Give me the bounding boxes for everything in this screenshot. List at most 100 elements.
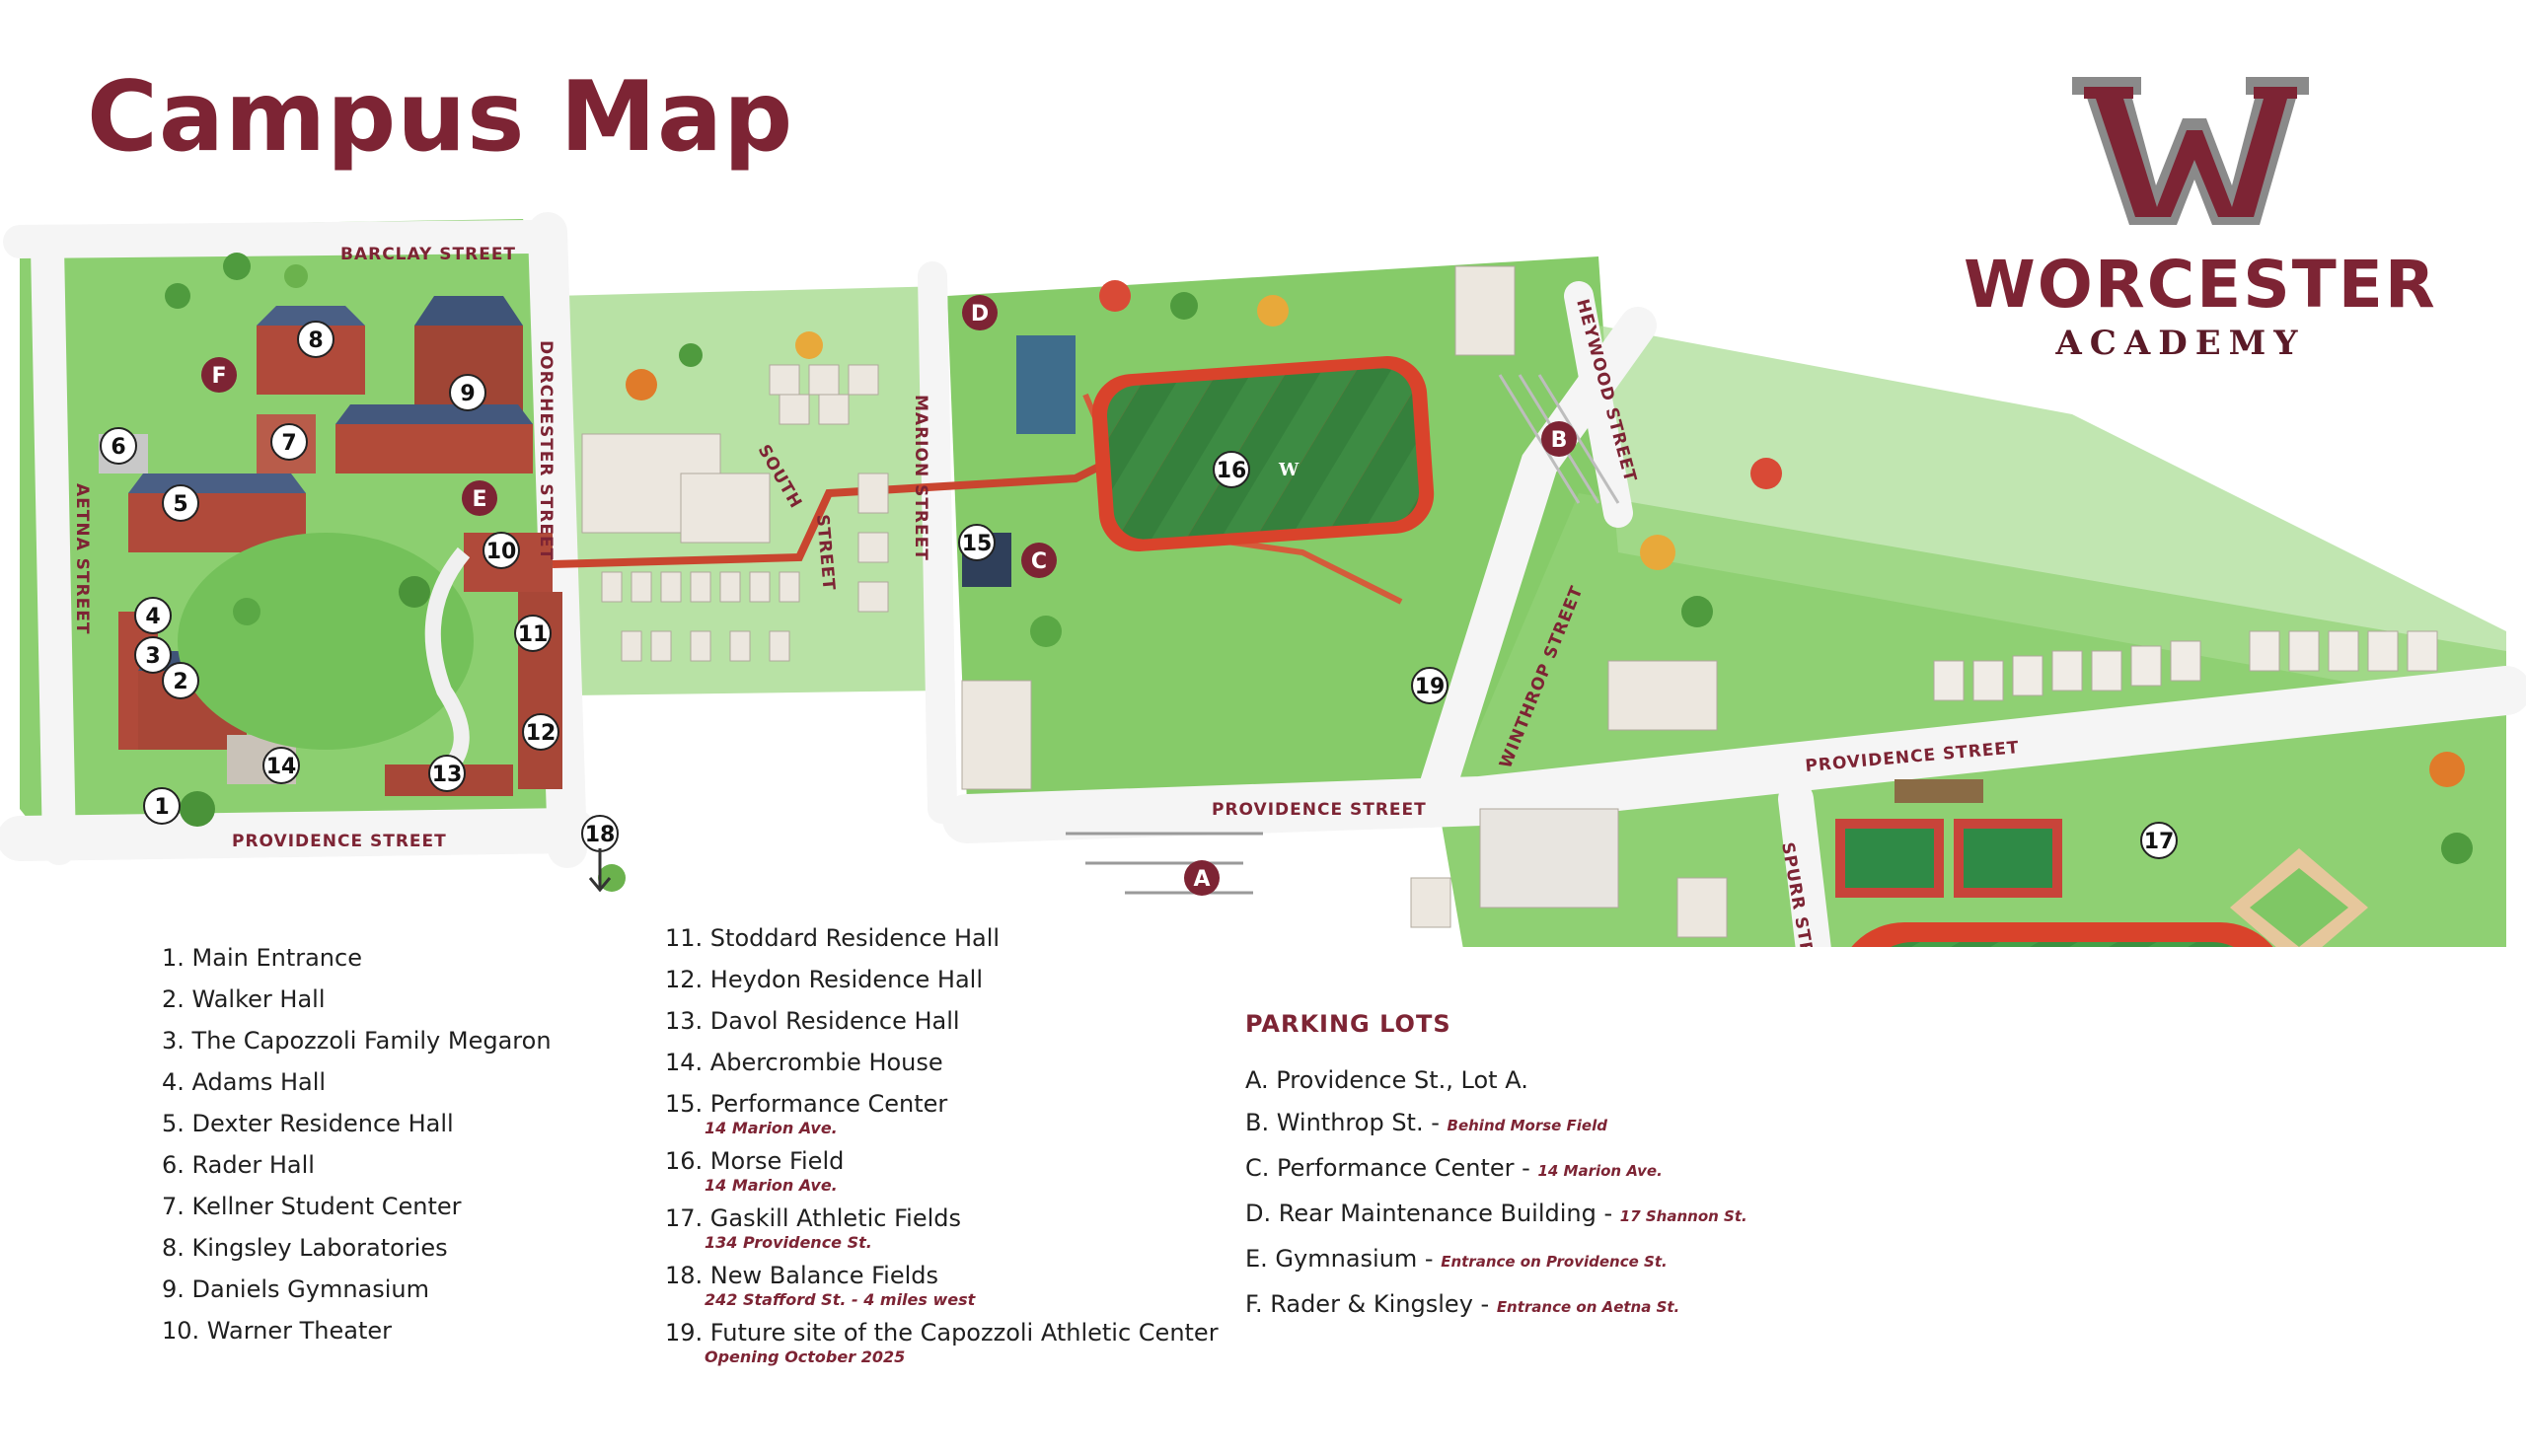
- parking-lot-4: D. Rear Maintenance Building - 17 Shanno…: [1245, 1193, 1747, 1238]
- parking-lot-label: B. Winthrop St. -: [1245, 1109, 1448, 1136]
- location-item-19: 19. Future site of the Capozzoli Athleti…: [665, 1312, 1219, 1367]
- map-pin-1[interactable]: [143, 787, 181, 825]
- location-item-14: 14. Abercrombie House: [665, 1042, 1219, 1083]
- location-item-3: 3. The Capozzoli Family Megaron: [162, 1020, 552, 1061]
- map-pin-label: 16: [1217, 459, 1247, 483]
- location-item-note: 134 Providence St.: [705, 1233, 872, 1252]
- map-pin-13[interactable]: [428, 755, 466, 792]
- parking-pin-A[interactable]: [1184, 860, 1220, 896]
- parking-lot-3: C. Performance Center - 14 Marion Ave.: [1245, 1147, 1747, 1193]
- map-pin-label: 5: [173, 492, 187, 517]
- parking-pin-E[interactable]: [462, 480, 497, 516]
- parking-pin-D[interactable]: [962, 295, 998, 330]
- page-title: Campus Map: [87, 61, 794, 174]
- location-item-label: 2. Walker Hall: [162, 985, 326, 1013]
- location-item-note: 14 Marion Ave.: [705, 1176, 838, 1195]
- w-crest-icon: [2072, 77, 2309, 225]
- parking-lot-note: Entrance on Providence St.: [1441, 1253, 1668, 1271]
- walking-path: [552, 460, 1107, 568]
- parking-pins: A B C D E F: [201, 295, 1577, 896]
- map-pin-19[interactable]: [1411, 667, 1449, 704]
- location-item-label: 13. Davol Residence Hall: [665, 1007, 960, 1035]
- map-pin-11[interactable]: [514, 615, 552, 652]
- parking-lot-1: A. Providence St., Lot A.: [1245, 1059, 1747, 1102]
- map-pin-4[interactable]: [134, 597, 172, 634]
- map-pin-14[interactable]: [262, 747, 300, 784]
- map-pin-label: 19: [1415, 675, 1446, 699]
- map-pin-7[interactable]: [270, 423, 308, 461]
- map-pin-label: 17: [2144, 830, 2175, 854]
- street-aetna: AETNA STREET: [72, 483, 92, 634]
- parking-pin-C[interactable]: [1021, 543, 1057, 578]
- location-item-note: Opening October 2025: [705, 1347, 906, 1366]
- location-item-13: 13. Davol Residence Hall: [665, 1000, 1219, 1042]
- parking-pin-label: C: [1031, 549, 1047, 574]
- parking-lot-2: B. Winthrop St. - Behind Morse Field: [1245, 1102, 1747, 1147]
- location-item-label: 10. Warner Theater: [162, 1317, 393, 1345]
- map-pin-label: 4: [145, 605, 160, 629]
- map-pin-15[interactable]: [958, 524, 996, 561]
- map-pin-label: 2: [173, 670, 187, 694]
- roads: [0, 212, 2526, 947]
- parking-lot-note: 17 Shannon St.: [1619, 1207, 1747, 1225]
- map-pin-label: 9: [460, 382, 475, 406]
- map-pin-2[interactable]: [162, 662, 199, 699]
- morse-field: [1091, 356, 1435, 551]
- map-pin-label: 18: [585, 823, 616, 847]
- parking-lot-5: E. Gymnasium - Entrance on Providence St…: [1245, 1238, 1747, 1283]
- parking-pin-B[interactable]: [1541, 421, 1577, 457]
- location-item-label: 7. Kellner Student Center: [162, 1193, 462, 1220]
- parking-lots-title: PARKING LOTS: [1245, 1010, 1451, 1038]
- map-pin-8[interactable]: [297, 321, 334, 358]
- street-providence-mid: PROVIDENCE STREET: [1212, 800, 1427, 820]
- campus-map: BARCLAY STREET PROVIDENCE STREET PROVIDE…: [0, 212, 2526, 947]
- houses-right: [1933, 630, 2438, 701]
- gaskill-fields: [1835, 779, 2368, 947]
- map-pin-16[interactable]: [1213, 451, 1250, 488]
- map-pin-9[interactable]: [449, 374, 486, 411]
- trees: [165, 253, 2473, 892]
- parking-lot-note: 14 Marion Ave.: [1537, 1162, 1663, 1180]
- street-dorchester: DORCHESTER STREET: [536, 340, 556, 560]
- parking-pin-F[interactable]: [201, 357, 237, 393]
- location-item-label: 17. Gaskill Athletic Fields: [665, 1204, 961, 1232]
- location-item-label: 6. Rader Hall: [162, 1151, 315, 1179]
- map-pin-17[interactable]: [2140, 822, 2178, 859]
- map-pin-12[interactable]: [522, 713, 559, 751]
- street-providence-left: PROVIDENCE STREET: [232, 832, 447, 851]
- parking-lot-note: Behind Morse Field: [1447, 1117, 1607, 1134]
- map-pin-6[interactable]: [100, 427, 137, 465]
- location-item-11: 11. Stoddard Residence Hall: [665, 917, 1219, 959]
- parking-pin-label: E: [472, 487, 486, 512]
- location-item-label: 5. Dexter Residence Hall: [162, 1110, 454, 1137]
- logo-subtitle: ACADEMY: [2055, 324, 2306, 363]
- location-item-label: 14. Abercrombie House: [665, 1049, 943, 1076]
- parking-pin-label: F: [211, 364, 226, 389]
- parking-lot-label: D. Rear Maintenance Building -: [1245, 1200, 1620, 1227]
- location-item-label: 9. Daniels Gymnasium: [162, 1275, 430, 1303]
- location-item-label: 12. Heydon Residence Hall: [665, 966, 983, 993]
- location-item-4: 4. Adams Hall: [162, 1061, 552, 1103]
- parking-pin-label: B: [1551, 428, 1568, 453]
- location-item-10: 10. Warner Theater: [162, 1310, 552, 1351]
- location-item-label: 8. Kingsley Laboratories: [162, 1234, 448, 1262]
- map-pin-label: 3: [145, 644, 160, 669]
- location-item-note: 14 Marion Ave.: [705, 1119, 838, 1137]
- location-item-1: 1. Main Entrance: [162, 937, 552, 979]
- map-pin-label: 11: [518, 622, 549, 647]
- map-pin-label: 6: [111, 435, 125, 460]
- parking-pin-label: D: [971, 302, 989, 327]
- location-item-5: 5. Dexter Residence Hall: [162, 1103, 552, 1144]
- map-pin-10[interactable]: [483, 532, 520, 569]
- map-pin-5[interactable]: [162, 484, 199, 522]
- parking-pin-label: A: [1193, 867, 1210, 892]
- map-pin-label: 15: [962, 532, 993, 556]
- parking-lot-label: F. Rader & Kingsley -: [1245, 1290, 1497, 1318]
- map-pin-3[interactable]: [134, 636, 172, 674]
- location-item-label: 4. Adams Hall: [162, 1068, 327, 1096]
- map-pin-label: 7: [281, 431, 296, 456]
- map-pin-label: 14: [266, 755, 297, 779]
